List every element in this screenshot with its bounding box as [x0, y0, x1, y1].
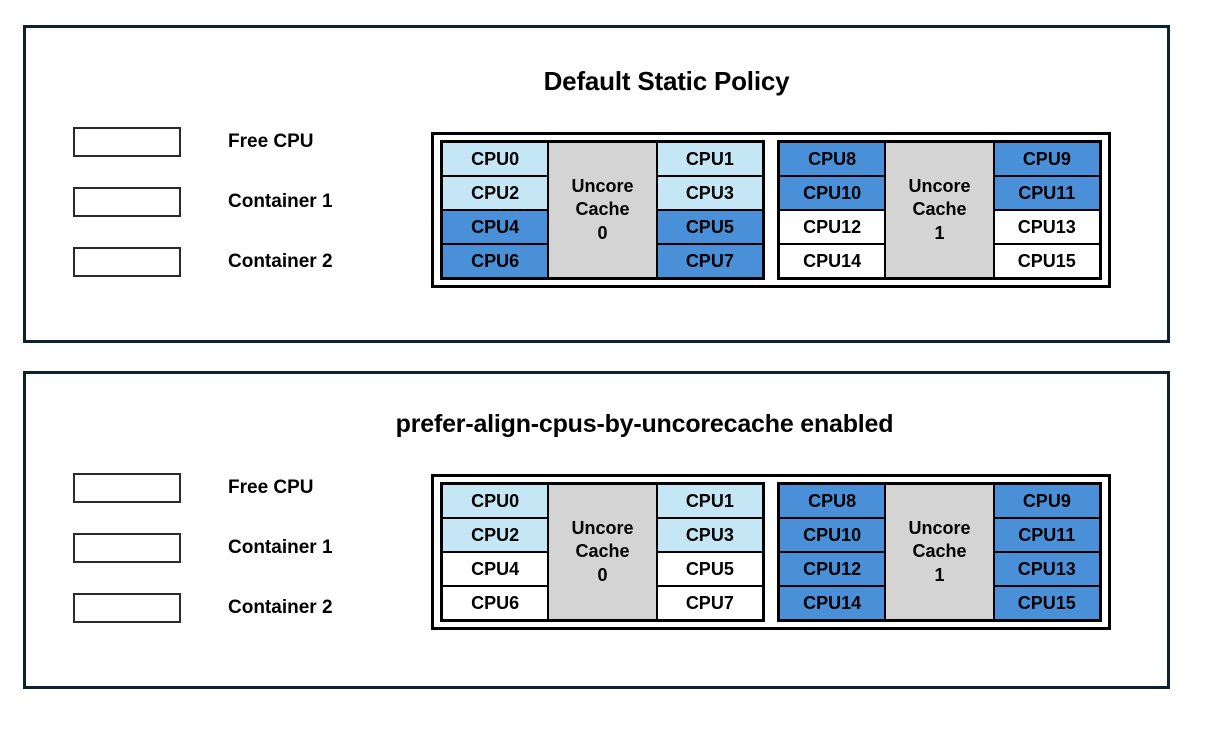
legend-swatch-free-cpu: [73, 127, 181, 157]
uncore-cache-line-2: Cache: [912, 199, 967, 220]
cpu-cell: CPU14: [779, 586, 886, 620]
cpu-column-left: CPU0 CPU2 CPU4 CPU6: [442, 142, 549, 278]
legend-swatch-free-cpu: [73, 473, 181, 503]
cpu-column-left: CPU8 CPU10 CPU12 CPU14: [779, 484, 886, 620]
legend-item-container-2: Container 2: [73, 578, 333, 638]
cpu-cell: CPU13: [993, 552, 1100, 586]
cpu-cell: CPU10: [779, 176, 886, 210]
uncore-cache-block: Uncore Cache 1: [885, 484, 994, 620]
uncore-cache-block: Uncore Cache 1: [885, 142, 994, 278]
uncore-cache-index: 0: [597, 222, 608, 243]
uncore-cache-line-1: Uncore: [571, 518, 634, 539]
uncore-cache-line-1: Uncore: [571, 176, 634, 197]
cpu-cell: CPU3: [656, 518, 763, 552]
legend-label-free-cpu: Free CPU: [228, 477, 314, 498]
uncore-cache-line-2: Cache: [575, 199, 630, 220]
uncore-cache-block: Uncore Cache 0: [548, 142, 657, 278]
cpu-cell: CPU8: [779, 484, 886, 518]
cpu-cell: CPU5: [656, 210, 763, 244]
legend-swatch-container-2: [73, 593, 181, 623]
cpu-column-left: CPU0 CPU2 CPU4 CPU6: [442, 484, 549, 620]
legend-item-container-1: Container 1: [73, 518, 333, 578]
uncore-cache-index: 1: [934, 222, 945, 243]
cpu-cell: CPU4: [442, 552, 549, 586]
cpu-cell: CPU4: [442, 210, 549, 244]
cpu-cell: CPU6: [442, 586, 549, 620]
uncore-cache-line-1: Uncore: [908, 176, 971, 197]
cpu-cell: CPU10: [779, 518, 886, 552]
legend-item-container-2: Container 2: [73, 232, 333, 292]
cpu-topology-diagram: CPU0 CPU2 CPU4 CPU6 Uncore Cache 0 CPU1 …: [431, 132, 1111, 288]
cpu-cell: CPU1: [656, 484, 763, 518]
legend-label-container-1: Container 1: [228, 191, 333, 212]
legend-swatch-container-2: [73, 247, 181, 277]
page-title: prefer-align-cpus-by-uncorecache enabled: [395, 410, 894, 438]
cpu-cell: CPU12: [779, 210, 886, 244]
cpu-cell: CPU9: [993, 142, 1100, 176]
uncore-cache-line-1: Uncore: [908, 518, 971, 539]
legend-swatch-container-1: [73, 187, 181, 217]
legend-label-free-cpu: Free CPU: [228, 131, 314, 152]
legend-label-container-1: Container 1: [228, 537, 333, 558]
uncore-cache-line-2: Cache: [912, 541, 967, 562]
page-title: Default Static Policy: [543, 66, 790, 96]
cpu-cell: CPU7: [656, 244, 763, 278]
cpu-cell: CPU8: [779, 142, 886, 176]
legend-item-container-1: Container 1: [73, 172, 333, 232]
cpu-cell: CPU14: [779, 244, 886, 278]
uncore-cache-line-2: Cache: [575, 541, 630, 562]
legend: Free CPU Container 1 Container 2: [73, 112, 333, 292]
cpu-topology-diagram: CPU0 CPU2 CPU4 CPU6 Uncore Cache 0 CPU1 …: [431, 474, 1111, 630]
cpu-cell: CPU7: [656, 586, 763, 620]
cpu-cell: CPU2: [442, 518, 549, 552]
cpu-cell: CPU3: [656, 176, 763, 210]
cpu-cell: CPU2: [442, 176, 549, 210]
policy-panel-prefer-align: prefer-align-cpus-by-uncorecache enabled…: [23, 371, 1170, 689]
legend-swatch-container-1: [73, 533, 181, 563]
policy-panel-default: Default Static Policy Free CPU Container…: [23, 25, 1170, 343]
cpu-cell: CPU11: [993, 176, 1100, 210]
uncore-cache-index: 0: [597, 564, 608, 585]
legend-label-container-2: Container 2: [228, 251, 333, 272]
cpu-cell: CPU12: [779, 552, 886, 586]
socket-uncore-cache-1: CPU8 CPU10 CPU12 CPU14 Uncore Cache 1 CP…: [777, 140, 1102, 280]
legend-item-free-cpu: Free CPU: [73, 458, 333, 518]
legend-item-free-cpu: Free CPU: [73, 112, 333, 172]
cpu-column-left: CPU8 CPU10 CPU12 CPU14: [779, 142, 886, 278]
cpu-column-right: CPU1 CPU3 CPU5 CPU7: [656, 484, 763, 620]
socket-uncore-cache-0: CPU0 CPU2 CPU4 CPU6 Uncore Cache 0 CPU1 …: [440, 482, 765, 622]
cpu-cell: CPU6: [442, 244, 549, 278]
cpu-cell: CPU15: [993, 586, 1100, 620]
legend-label-container-2: Container 2: [228, 597, 333, 618]
cpu-column-right: CPU9 CPU11 CPU13 CPU15: [993, 142, 1100, 278]
uncore-cache-block: Uncore Cache 0: [548, 484, 657, 620]
cpu-cell: CPU0: [442, 142, 549, 176]
socket-uncore-cache-1: CPU8 CPU10 CPU12 CPU14 Uncore Cache 1 CP…: [777, 482, 1102, 622]
uncore-cache-index: 1: [934, 564, 945, 585]
cpu-cell: CPU15: [993, 244, 1100, 278]
cpu-column-right: CPU1 CPU3 CPU5 CPU7: [656, 142, 763, 278]
cpu-column-right: CPU9 CPU11 CPU13 CPU15: [993, 484, 1100, 620]
cpu-cell: CPU1: [656, 142, 763, 176]
cpu-cell: CPU0: [442, 484, 549, 518]
cpu-cell: CPU13: [993, 210, 1100, 244]
legend: Free CPU Container 1 Container 2: [73, 458, 333, 638]
cpu-cell: CPU11: [993, 518, 1100, 552]
cpu-cell: CPU5: [656, 552, 763, 586]
cpu-cell: CPU9: [993, 484, 1100, 518]
socket-uncore-cache-0: CPU0 CPU2 CPU4 CPU6 Uncore Cache 0 CPU1 …: [440, 140, 765, 280]
